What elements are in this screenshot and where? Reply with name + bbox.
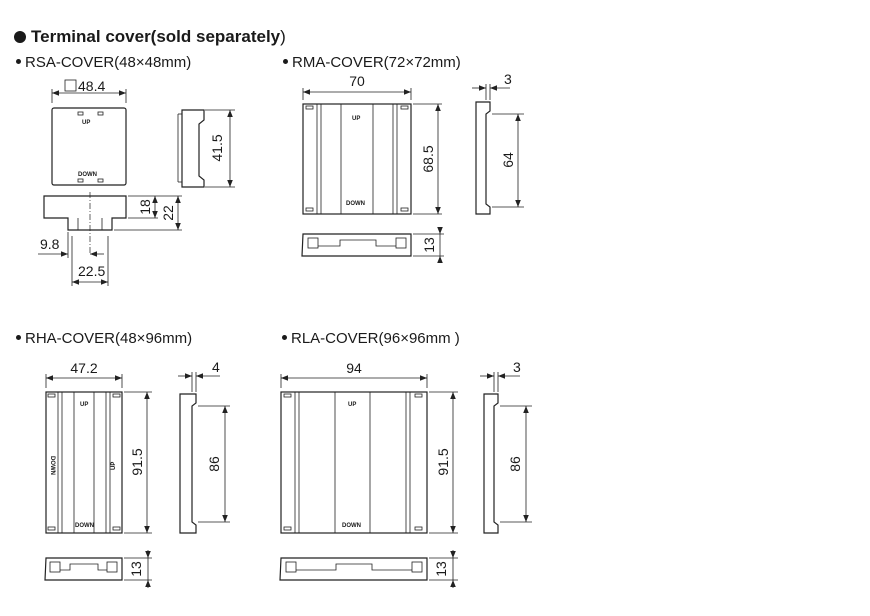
rma-side-depth-value: 3 <box>504 71 512 87</box>
rsa-bottom-9-8-value: 9.8 <box>40 236 60 252</box>
rsa-front-view: UP DOWN <box>51 107 127 186</box>
rla-height-value: 91.5 <box>435 448 451 475</box>
rha-side-view <box>179 393 197 534</box>
rsa-height-dimension: 41.5 <box>205 109 235 188</box>
rla-height-dimension: 91.5 <box>429 391 458 534</box>
rla-bottom-view: 13 <box>279 550 458 588</box>
rma-side-dimensions: 3 64 <box>472 71 524 208</box>
rsa-bullet-icon <box>16 59 21 64</box>
rla-down-mark: DOWN <box>342 523 361 529</box>
rsa-bottom-18-value: 18 <box>137 199 153 215</box>
rha-front-view: UP DOWN DOWN UP <box>45 391 123 534</box>
rla-bottom-13-value: 13 <box>433 561 449 577</box>
rla-side-height-value: 86 <box>507 456 523 472</box>
rha-down-mark: DOWN <box>75 523 94 529</box>
rha-cover-label: RHA-COVER(48×96mm) <box>16 330 192 347</box>
rla-width-dimension: 94 <box>280 360 428 388</box>
rla-width-value: 94 <box>346 360 362 376</box>
title-bullet-icon <box>14 31 26 43</box>
rha-bullet-icon <box>16 335 21 340</box>
rsa-width-value: 48.4 <box>78 78 105 94</box>
rma-front-view: UP DOWN <box>302 103 412 215</box>
rsa-down-mark: DOWN <box>78 172 97 178</box>
rma-bottom-13-value: 13 <box>421 237 437 253</box>
rma-down-mark: DOWN <box>346 201 365 207</box>
rsa-height-value: 41.5 <box>209 134 225 161</box>
rha-bottom-view: 13 <box>44 550 152 588</box>
rha-bottom-13-value: 13 <box>128 561 144 577</box>
rha-width-dimension: 47.2 <box>45 360 123 388</box>
rha-side-down-mark: DOWN <box>49 456 55 475</box>
title-text: Terminal cover(sold separately <box>31 27 281 46</box>
rla-front-view: UP DOWN <box>280 391 428 534</box>
rha-up-mark: UP <box>80 402 88 408</box>
rha-height-value: 91.5 <box>129 448 145 475</box>
rha-width-value: 47.2 <box>70 360 97 376</box>
rla-side-view <box>483 393 499 534</box>
rla-cover-label: RLA-COVER(96×96mm ) <box>282 330 460 347</box>
rsa-bottom-22-value: 22 <box>160 205 176 221</box>
rsa-width-dimension: 48.4 <box>51 78 127 103</box>
rma-bullet-icon <box>283 59 288 64</box>
rha-side-dimensions: 4 86 <box>178 359 230 523</box>
rha-cover-label-text: RHA-COVER(48×96mm) <box>25 330 193 347</box>
rsa-bottom-view: 18 22 9.8 22.5 <box>38 192 182 286</box>
rma-up-mark: UP <box>352 116 360 122</box>
rsa-side-view <box>177 109 205 188</box>
rsa-up-mark: UP <box>82 120 90 126</box>
rha-side-height-value: 86 <box>206 456 222 472</box>
rla-side-depth-value: 3 <box>513 359 521 375</box>
rla-up-mark: UP <box>348 402 356 408</box>
rma-cover-label-text: RMA-COVER(72×72mm) <box>292 54 461 71</box>
rma-height-dimension: 68.5 <box>413 103 442 215</box>
rha-side-depth-value: 4 <box>212 359 220 375</box>
rla-bullet-icon <box>282 335 287 340</box>
rha-height-dimension: 91.5 <box>124 391 152 534</box>
rsa-cover-label-text: RSA-COVER(48×48mm) <box>25 54 192 71</box>
square-symbol-icon <box>64 79 77 92</box>
rma-width-dimension: 70 <box>302 73 412 100</box>
rla-side-dimensions: 3 86 <box>480 359 532 523</box>
rma-cover-label: RMA-COVER(72×72mm) <box>283 54 461 71</box>
rma-bottom-view: 13 <box>301 227 444 263</box>
page-title: Terminal cover(sold separately) <box>14 27 286 47</box>
rsa-bottom-22-5-value: 22.5 <box>78 263 105 279</box>
rma-side-view <box>475 101 491 215</box>
rha-side-up-mark: UP <box>111 462 117 470</box>
rma-height-value: 68.5 <box>420 145 436 172</box>
rsa-cover-label: RSA-COVER(48×48mm) <box>16 54 191 71</box>
rma-side-height-value: 64 <box>500 152 516 168</box>
title-close-paren: ) <box>280 27 286 46</box>
rla-cover-label-text: RLA-COVER(96×96mm ) <box>291 330 460 347</box>
rma-width-value: 70 <box>349 73 365 89</box>
